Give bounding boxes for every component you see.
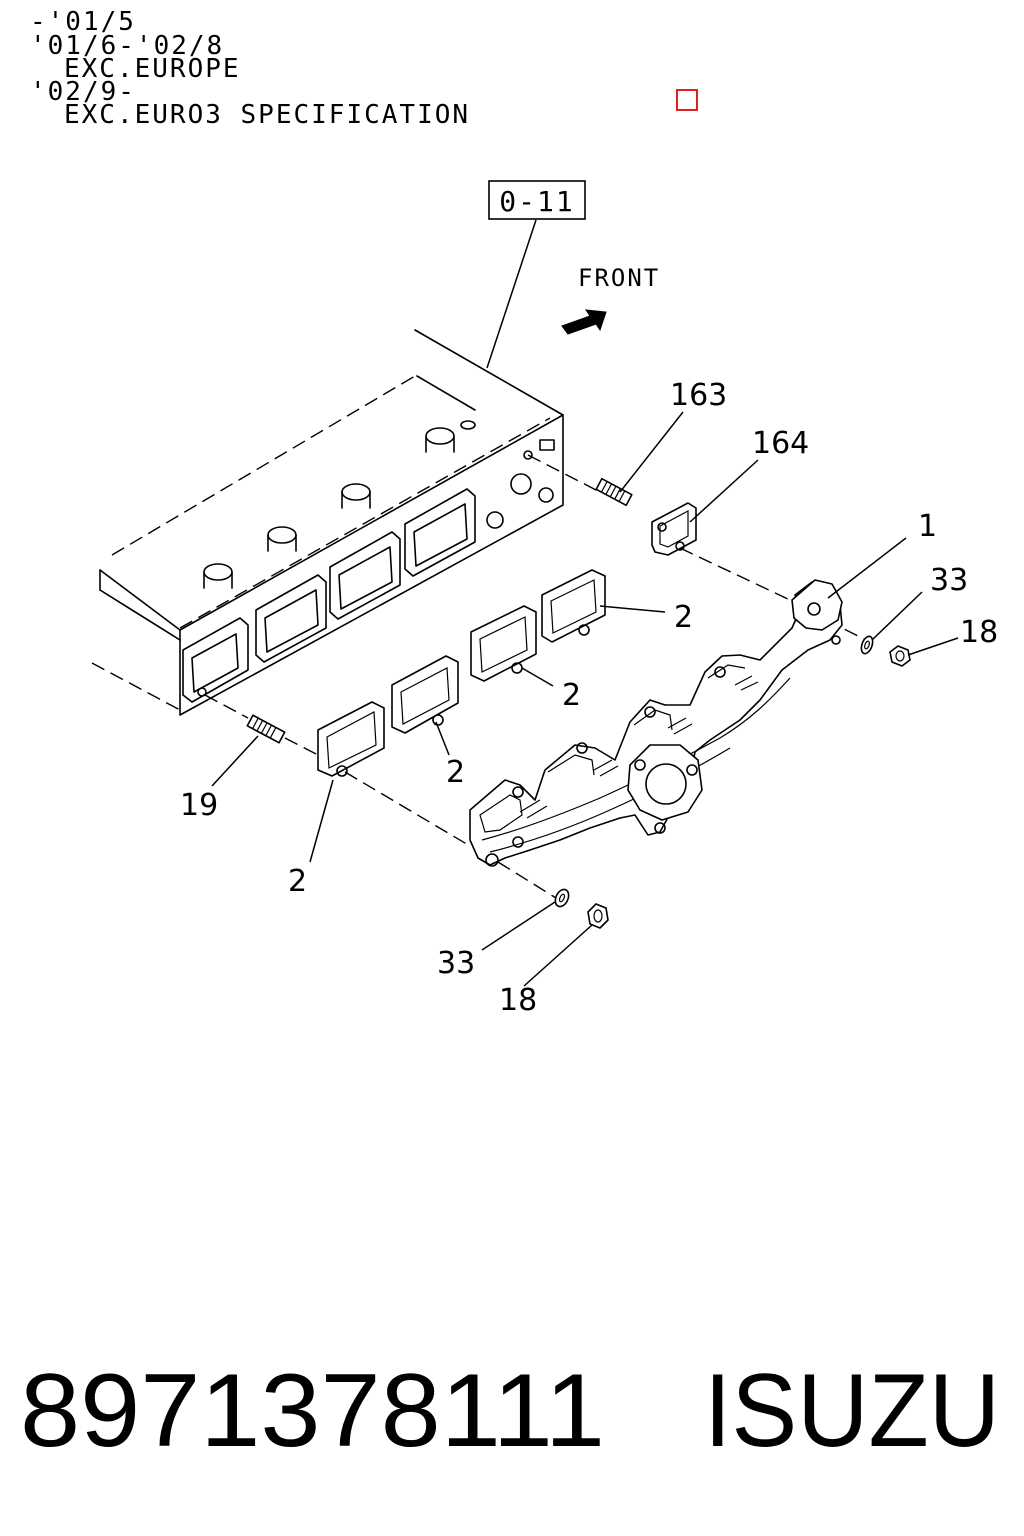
gasket-a[interactable] <box>317 701 385 777</box>
part-number: 8971378111 <box>20 1353 605 1469</box>
note-line-1: -'01/5 <box>30 7 136 37</box>
callout-nut-right[interactable]: 18 <box>960 615 998 650</box>
note-line-3: EXC.EUROPE <box>64 54 241 84</box>
cylinder-head <box>91 329 564 716</box>
front-arrow-icon <box>561 309 607 335</box>
gasket-b[interactable] <box>391 655 459 734</box>
callout-manifold[interactable]: 1 <box>918 509 937 544</box>
assembly-line-bottom <box>497 861 557 899</box>
washer-bottom[interactable] <box>553 887 571 908</box>
gasket-upper[interactable] <box>651 502 697 556</box>
front-label: FRONT <box>578 264 660 292</box>
reference-box[interactable]: 0-11 <box>488 180 586 220</box>
red-marker-icon <box>676 89 698 111</box>
washer-right[interactable] <box>859 635 875 655</box>
stud-lower[interactable] <box>246 714 286 744</box>
callout-nut-bottom[interactable]: 18 <box>499 983 537 1018</box>
note-line-2: '01/6-'02/8 <box>30 31 224 61</box>
callout-gasket-a[interactable]: 2 <box>288 864 307 899</box>
assembly-line-lower-gasket-b <box>344 771 471 847</box>
callout-washer-right[interactable]: 33 <box>930 563 968 598</box>
callout-gasket-d[interactable]: 2 <box>674 600 693 635</box>
assembly-line-lower-stud <box>204 694 249 719</box>
gasket-c[interactable] <box>470 605 537 682</box>
callout-stud-lower[interactable]: 19 <box>180 788 218 823</box>
exhaust-manifold[interactable] <box>469 579 843 867</box>
assembly-line-lower-gasket-a <box>284 737 321 757</box>
callout-gasket-c[interactable]: 2 <box>562 678 581 713</box>
callouts: 163 164 1 33 18 2 2 2 2 19 33 18 <box>180 378 998 1018</box>
applicability-notes: -'01/5 '01/6-'02/8 EXC.EUROPE '02/9- EXC… <box>30 7 470 130</box>
gasket-d[interactable] <box>541 569 606 643</box>
callout-gasket-upper[interactable]: 164 <box>752 426 809 461</box>
callout-gasket-b[interactable]: 2 <box>446 755 465 790</box>
callout-stud-upper[interactable]: 163 <box>670 378 727 413</box>
callout-washer-bottom[interactable]: 33 <box>437 946 475 981</box>
brand-name: ISUZU <box>704 1353 1000 1469</box>
nut-bottom[interactable] <box>587 903 609 929</box>
reference-leader <box>486 219 537 369</box>
reference-box-label: 0-11 <box>499 185 574 218</box>
note-line-4: '02/9- <box>30 77 136 107</box>
nut-right[interactable] <box>889 645 911 667</box>
assembly-line-upper-gasket <box>679 547 791 601</box>
assembly-line-upper-stud <box>527 454 601 493</box>
stud-upper[interactable] <box>595 477 633 507</box>
leader-lines <box>211 411 959 987</box>
note-line-5: EXC.EURO3 SPECIFICATION <box>64 100 470 130</box>
